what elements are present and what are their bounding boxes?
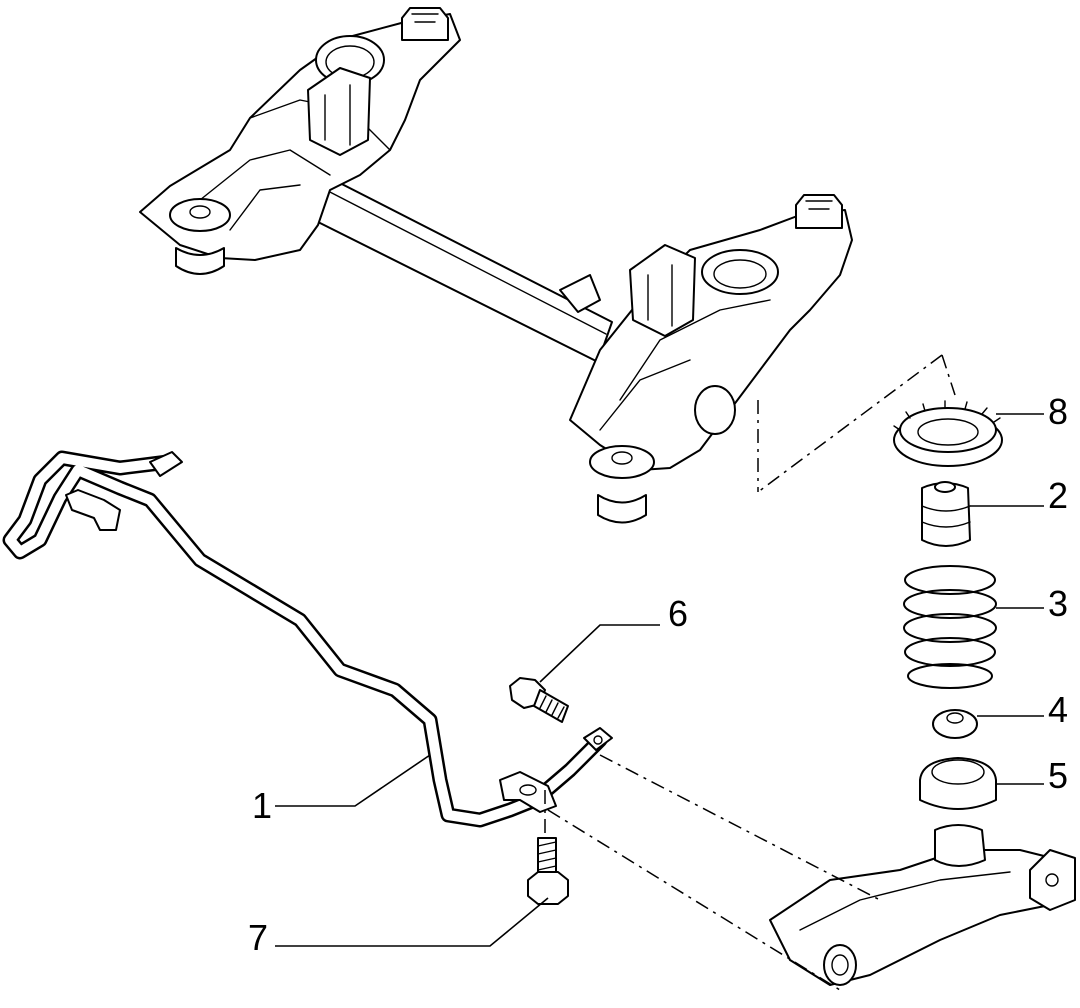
coil-spring-3 [903, 565, 997, 689]
callout-group-2: 2 [970, 475, 1068, 516]
callout-group-8: 8 [996, 391, 1068, 432]
leader-line-1 [275, 754, 431, 807]
trailing-arm [769, 824, 1076, 986]
callout-label-3: 3 [1048, 583, 1068, 624]
callout-label-8: 8 [1048, 391, 1068, 432]
assembly-lines [544, 354, 956, 991]
bolt-6 [509, 677, 569, 723]
callout-group-1: 1 [252, 754, 431, 826]
insulator-4 [932, 709, 978, 739]
stabilizer-bar [2, 450, 613, 828]
callout-label-5: 5 [1048, 755, 1068, 796]
callout-label-4: 4 [1048, 689, 1068, 730]
callout-group-4: 4 [977, 689, 1068, 730]
bolt-7 [527, 837, 569, 905]
callout-group-5: 5 [996, 755, 1068, 796]
leader-line-7 [275, 897, 549, 947]
rear-subframe [139, 7, 853, 524]
lower-seat-5 [919, 757, 997, 810]
callout-label-1: 1 [252, 785, 272, 826]
leader-line-6 [539, 624, 660, 683]
callout-group-7: 7 [248, 897, 549, 958]
callout-label-6: 6 [668, 593, 688, 634]
callout-group-6: 6 [539, 593, 688, 683]
callout-group-3: 3 [996, 583, 1068, 624]
callout-label-2: 2 [1048, 475, 1068, 516]
spring-seat-8 [893, 400, 1003, 467]
callout-label-7: 7 [248, 917, 268, 958]
bump-stop-2 [921, 481, 971, 547]
